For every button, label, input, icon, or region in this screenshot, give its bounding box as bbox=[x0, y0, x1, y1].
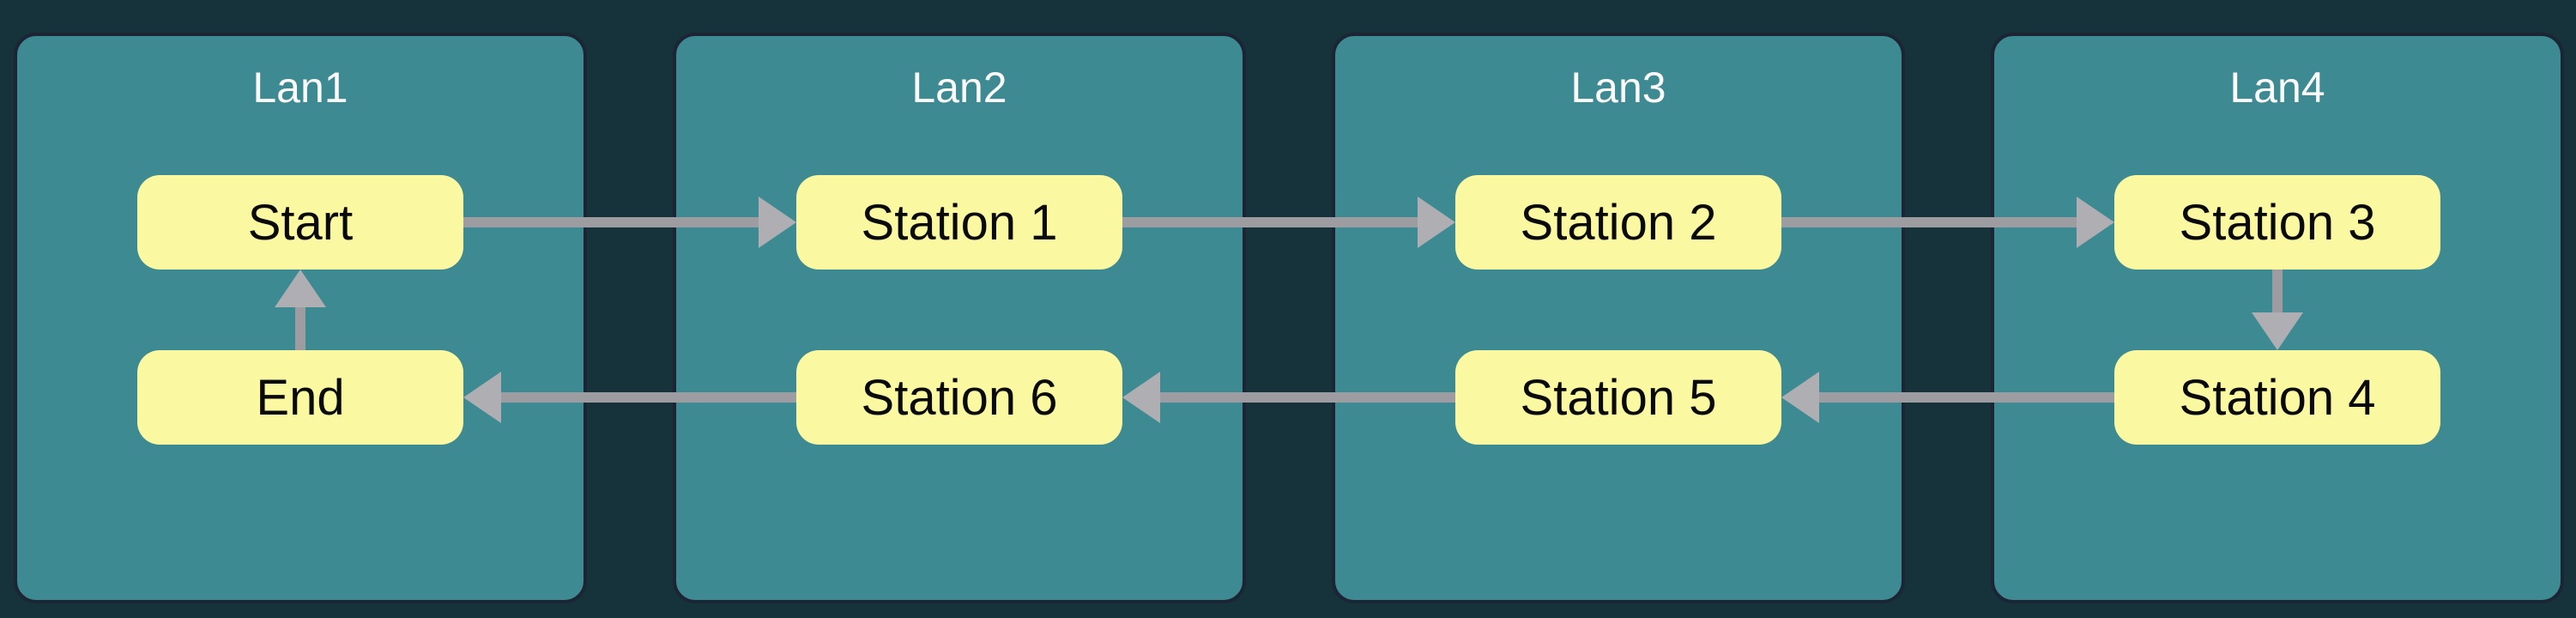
node-station-2: Station 2 bbox=[1455, 175, 1781, 270]
lane-lan2: Lan2 Station 1 Station 6 bbox=[673, 33, 1246, 603]
lane-lan3-title: Lan3 bbox=[1570, 64, 1666, 112]
lane-lan4-title: Lan4 bbox=[2229, 64, 2325, 112]
lane-lan2-title: Lan2 bbox=[911, 64, 1007, 112]
lane-lan1-title: Lan1 bbox=[252, 64, 348, 112]
node-station-5: Station 5 bbox=[1455, 350, 1781, 445]
node-start: Start bbox=[137, 175, 463, 270]
node-station-6: Station 6 bbox=[796, 350, 1122, 445]
node-station-3: Station 3 bbox=[2114, 175, 2440, 270]
node-station-1: Station 1 bbox=[796, 175, 1122, 270]
lane-lan3: Lan3 Station 2 Station 5 bbox=[1332, 33, 1905, 603]
node-end: End bbox=[137, 350, 463, 445]
lane-lan1: Lan1 Start End bbox=[14, 33, 587, 603]
lane-lan4: Lan4 Station 3 Station 4 bbox=[1991, 33, 2564, 603]
node-station-4: Station 4 bbox=[2114, 350, 2440, 445]
